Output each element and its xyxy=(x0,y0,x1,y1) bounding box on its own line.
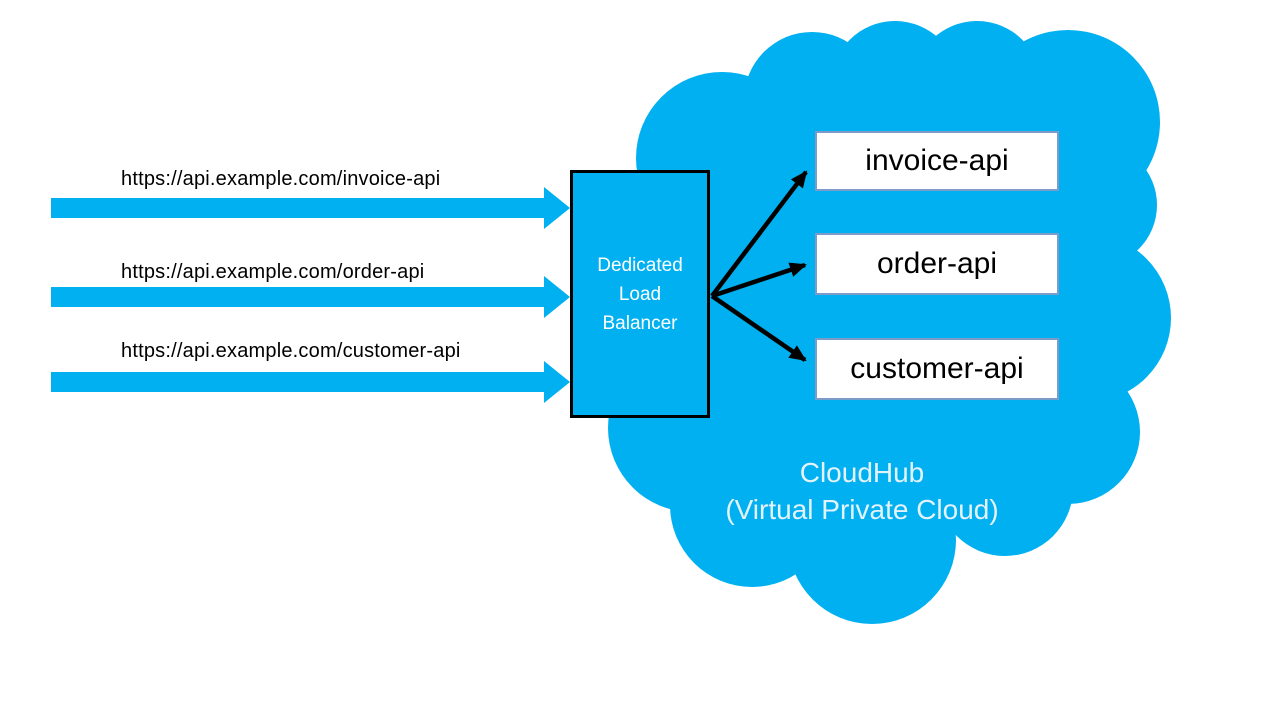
request-arrow-invoice-icon xyxy=(51,187,570,229)
api-node-order-label: order-api xyxy=(876,247,998,280)
cloud-title: CloudHub xyxy=(799,457,925,488)
load-balancer-label-line3: Balancer xyxy=(602,312,678,334)
api-node-order: order-api xyxy=(815,233,1059,295)
load-balancer-label-line1: Dedicated xyxy=(597,254,683,276)
request-arrow-order-icon xyxy=(51,276,570,318)
api-node-invoice-label: invoice-api xyxy=(865,144,1009,177)
load-balancer-node: Dedicated Load Balancer xyxy=(570,170,710,418)
request-url-invoice: https://api.example.com/invoice-api xyxy=(121,168,441,190)
request-arrow-customer-icon xyxy=(51,361,570,403)
request-url-order: https://api.example.com/order-api xyxy=(121,261,425,283)
api-node-invoice: invoice-api xyxy=(815,131,1059,191)
cloud-subtitle: (Virtual Private Cloud) xyxy=(725,494,999,525)
api-node-customer: customer-api xyxy=(815,338,1059,400)
routing-arrows-icon xyxy=(710,170,808,362)
api-node-customer-label: customer-api xyxy=(850,352,1024,385)
cloud-caption: CloudHub (Virtual Private Cloud) xyxy=(602,454,1122,528)
request-url-customer: https://api.example.com/customer-api xyxy=(121,340,461,362)
load-balancer-label-line2: Load xyxy=(618,283,662,305)
